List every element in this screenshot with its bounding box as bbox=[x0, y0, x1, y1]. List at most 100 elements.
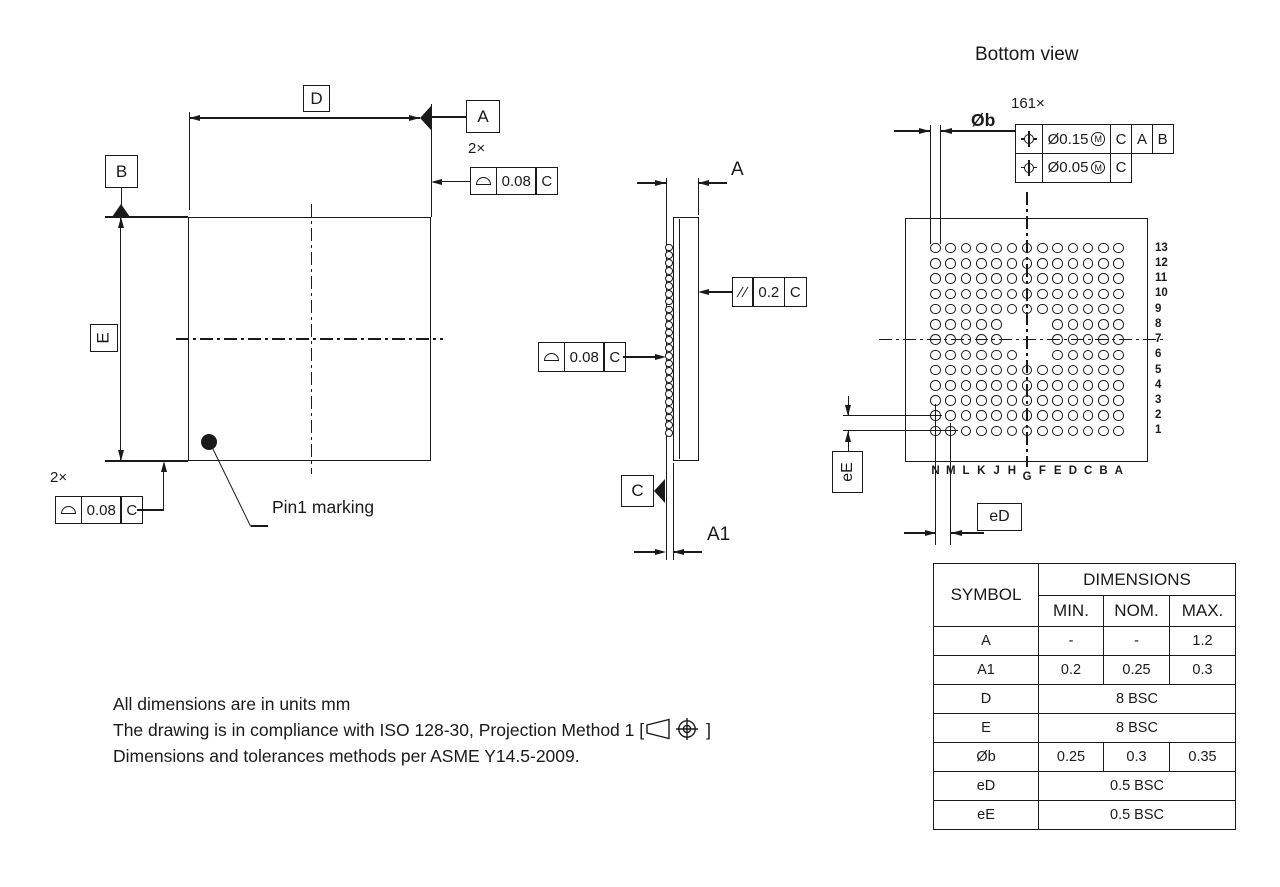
row-label-2: 2 bbox=[1155, 409, 1162, 422]
table-cell-max: 0.35 bbox=[1169, 742, 1236, 772]
ball-F3 bbox=[1037, 395, 1048, 406]
ball-J1 bbox=[991, 425, 1002, 437]
ball-D12 bbox=[1067, 258, 1079, 269]
dim-a1-ext bbox=[672, 463, 674, 560]
fcf-parallel-tol: 0.2 bbox=[752, 277, 786, 307]
ball-L4 bbox=[960, 379, 972, 391]
table-cell-symbol: A bbox=[933, 626, 1039, 656]
dim-ed-arrow-right bbox=[951, 530, 962, 536]
table-cell-span: 8 BSC bbox=[1038, 684, 1236, 714]
view-title: Bottom view bbox=[975, 44, 1079, 65]
fcf-profile-side-tol: 0.08 bbox=[563, 342, 605, 372]
ball-L5 bbox=[960, 364, 972, 376]
table-cell-nom: - bbox=[1103, 626, 1170, 656]
mmc-modifier-icon: M bbox=[1091, 132, 1105, 146]
ball-K8 bbox=[976, 319, 987, 330]
ball-B10 bbox=[1098, 288, 1109, 300]
table-cell-nom: 0.25 bbox=[1103, 655, 1170, 685]
ball-C2 bbox=[1082, 410, 1094, 422]
ball-A3 bbox=[1113, 395, 1125, 406]
ball-N13 bbox=[930, 242, 941, 254]
dim-d-arrow-right bbox=[409, 115, 420, 121]
table-cell-symbol: eD bbox=[933, 771, 1039, 801]
table-cell-span: 0.5 BSC bbox=[1038, 771, 1236, 801]
ball-M7 bbox=[945, 334, 957, 345]
ball-K4 bbox=[976, 379, 987, 391]
ball-N10 bbox=[930, 288, 941, 300]
dim-a1-arrow-left bbox=[655, 549, 666, 555]
package-body-side-view bbox=[672, 217, 699, 461]
ball-G1 bbox=[1021, 425, 1033, 437]
ball-H1 bbox=[1006, 425, 1018, 437]
drawing-notes: All dimensions are in units mm The drawi… bbox=[113, 691, 711, 769]
ball-F12 bbox=[1037, 258, 1048, 269]
table-cell-symbol: A1 bbox=[933, 655, 1039, 685]
ball-N12 bbox=[930, 258, 941, 269]
ball-N9 bbox=[930, 303, 941, 315]
ball-K3 bbox=[976, 395, 987, 406]
ball-B8 bbox=[1098, 319, 1109, 330]
col-label-G: G bbox=[1022, 471, 1032, 483]
ball-F9 bbox=[1037, 303, 1048, 315]
col-label-K: K bbox=[977, 464, 986, 477]
ball-J6 bbox=[991, 349, 1002, 361]
ball-H2 bbox=[1006, 410, 1018, 422]
ball-J3 bbox=[991, 395, 1002, 406]
ball-N8 bbox=[930, 319, 941, 330]
fcf-profile-side: 0.08 C bbox=[538, 342, 627, 372]
dim-e-box: E bbox=[90, 324, 118, 352]
ball-D10 bbox=[1067, 288, 1079, 300]
ball-C1 bbox=[1082, 425, 1094, 437]
dim-ob-arrow-left bbox=[919, 128, 930, 134]
profile-surface-icon bbox=[61, 505, 76, 515]
ball-J7 bbox=[991, 334, 1002, 345]
table-cell-symbol: Øb bbox=[933, 742, 1039, 772]
ball-M2 bbox=[945, 410, 957, 422]
fcf-profile-side-leader bbox=[623, 356, 657, 358]
fcf-profile-top-leader bbox=[441, 181, 470, 183]
dim-ee-ext-top bbox=[843, 415, 942, 417]
ball-D8 bbox=[1067, 319, 1079, 330]
ball-B4 bbox=[1098, 379, 1109, 391]
datum-a-label: A bbox=[477, 106, 489, 126]
fcf-profile-top-arrow bbox=[431, 178, 442, 185]
ball-L7 bbox=[960, 334, 972, 345]
col-label-D: D bbox=[1068, 464, 1078, 477]
dim-ee-box: eE bbox=[832, 451, 863, 493]
table-cell-span: 0.5 BSC bbox=[1038, 800, 1236, 830]
ball-F5 bbox=[1037, 364, 1048, 376]
ball-A11 bbox=[1113, 273, 1125, 284]
ball-J13 bbox=[991, 242, 1002, 254]
dim-a1-line-left bbox=[634, 551, 663, 553]
dim-e-line bbox=[120, 217, 122, 461]
row-label-6: 6 bbox=[1155, 348, 1162, 361]
dim-ed-line-right bbox=[951, 532, 984, 534]
ball-G11 bbox=[1021, 273, 1033, 284]
ball-E2 bbox=[1052, 410, 1063, 422]
pin1-dot bbox=[201, 434, 217, 450]
ball-A10 bbox=[1113, 288, 1125, 300]
note-units: All dimensions are in units mm bbox=[113, 694, 351, 714]
ball-A5 bbox=[1113, 364, 1125, 376]
ext-line-left bbox=[188, 112, 190, 210]
ball-B9 bbox=[1098, 303, 1109, 315]
ball-D2 bbox=[1067, 410, 1079, 422]
ball-M13 bbox=[945, 242, 957, 254]
datum-b-label: B bbox=[115, 161, 128, 181]
datum-b-triangle bbox=[112, 204, 130, 217]
table-cell-symbol: eE bbox=[933, 800, 1039, 830]
col-label-L: L bbox=[962, 464, 970, 477]
ball-J5 bbox=[991, 364, 1002, 376]
profile-surface-icon bbox=[544, 352, 559, 362]
row-label-7: 7 bbox=[1155, 333, 1162, 346]
ball-E7 bbox=[1052, 334, 1063, 345]
ball-B12 bbox=[1098, 258, 1109, 269]
ball-J9 bbox=[991, 303, 1002, 315]
ball-A2 bbox=[1113, 410, 1125, 422]
dim-ee-label: eE bbox=[838, 462, 856, 482]
fcf-profile-bottom-tol: 0.08 bbox=[80, 496, 122, 524]
ball-A12 bbox=[1113, 258, 1125, 269]
ball-H5 bbox=[1006, 364, 1018, 376]
ball-L11 bbox=[960, 273, 972, 284]
